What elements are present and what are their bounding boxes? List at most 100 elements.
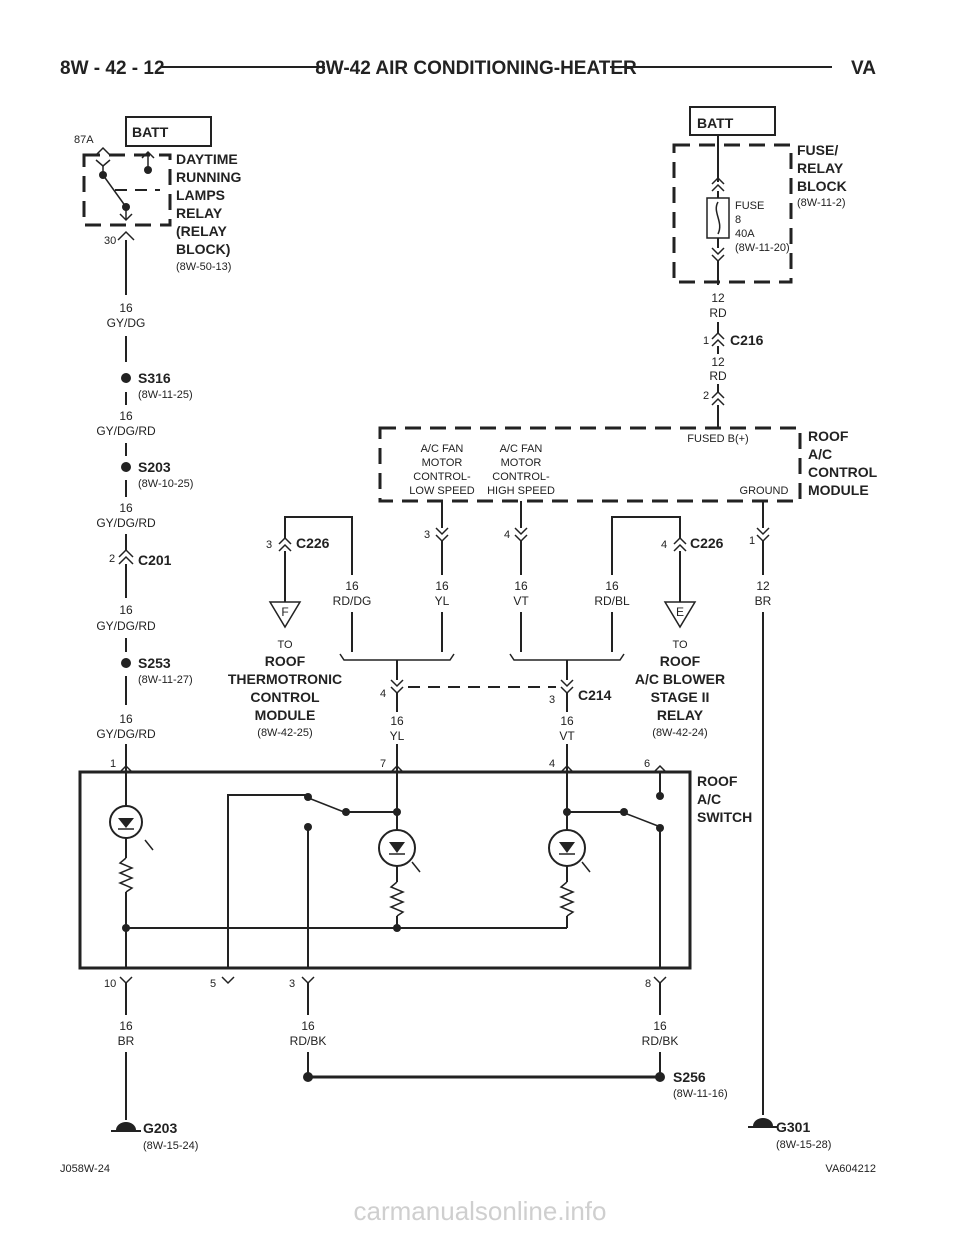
to-dest-ref: (8W-42-25) (257, 727, 312, 739)
module-label-3: CONTROL (808, 464, 878, 480)
pin-number: 6 (644, 758, 650, 770)
to-label: TO (277, 639, 293, 651)
ground-g203-ref: (8W-15-24) (143, 1140, 198, 1152)
splice-s203: S203 (138, 459, 171, 475)
wire-gauge: 16 (345, 579, 359, 593)
drl-ref: (8W-50-13) (176, 261, 231, 273)
pin-number: 7 (380, 758, 386, 770)
pin-number: 5 (210, 978, 216, 990)
model-code: VA (851, 58, 876, 79)
pin-number: 4 (549, 758, 555, 770)
fuse-block-label-1: FUSE/ (797, 142, 838, 158)
ground-label: GROUND (740, 485, 789, 497)
wire-color: VT (513, 594, 529, 608)
wire-gauge: 12 (756, 579, 770, 593)
wire-color: GY/DG/RD (96, 619, 156, 633)
splice-s256: S256 (673, 1069, 706, 1085)
pin-number: 3 (266, 539, 272, 551)
high-speed-label: MOTOR (501, 457, 542, 469)
connector-c214-label: C214 (578, 687, 612, 703)
drl-label-1: DAYTIME (176, 151, 238, 167)
to-dest-ref: (8W-42-24) (652, 727, 707, 739)
pin-number: 3 (424, 529, 430, 541)
wire-gauge: 16 (119, 501, 133, 515)
fuse-amp: 40A (735, 228, 755, 240)
pin-number: 3 (549, 694, 555, 706)
splice-s253: S253 (138, 655, 171, 671)
to-dest-label: CONTROL (250, 689, 320, 705)
bottom-wiring: 16 BR 16 RD/BK 16 RD/BK S256 (8W-11-16) … (111, 983, 831, 1152)
page-header: 8W - 42 - 12 8W-42 AIR CONDITIONING-HEAT… (60, 58, 876, 79)
drl-label-6: BLOCK) (176, 241, 230, 257)
ground-icon (753, 1118, 773, 1126)
wire-gauge: 16 (435, 579, 449, 593)
wire-gauge: 16 (119, 603, 133, 617)
left-feed-chain: 16 GY/DG S316 (8W-11-25) 16 GY/DG/RD S20… (96, 240, 193, 772)
pin-number: 10 (104, 978, 116, 990)
fused-b-label: FUSED B(+) (687, 433, 748, 445)
connector-c226-right: C226 (690, 535, 724, 551)
pin-87a: 87A (74, 134, 94, 146)
pin-number: 1 (110, 758, 116, 770)
to-dest-label: STAGE II (651, 689, 710, 705)
high-speed-label: CONTROL- (492, 471, 550, 483)
wire-color: RD/BK (642, 1034, 679, 1048)
low-speed-label: CONTROL- (413, 471, 471, 483)
c216-pin-1: 1 (703, 335, 709, 347)
to-dest-label: A/C BLOWER (635, 671, 725, 687)
wire-gauge: 16 (605, 579, 619, 593)
wire-color: RD/BL (594, 594, 630, 608)
splice-dot-s253 (121, 658, 131, 668)
wire-color: BR (118, 1034, 135, 1048)
wire-color: GY/DG (107, 316, 146, 330)
to-dest-label: ROOF (660, 653, 701, 669)
footer-left-code: J058W-24 (60, 1163, 110, 1175)
module-label-1: ROOF (808, 428, 849, 444)
ground-icon (116, 1122, 136, 1130)
wire-color: BR (755, 594, 772, 608)
connector-c201: C201 (138, 552, 172, 568)
c201-pin: 2 (109, 553, 115, 565)
footer-right-code: VA604212 (825, 1163, 876, 1175)
low-speed-label: MOTOR (422, 457, 463, 469)
c216-pin-2: 2 (703, 390, 709, 402)
connector-c226-left: C226 (296, 535, 330, 551)
wire-color: RD (709, 369, 727, 383)
pin-number: 4 (380, 688, 386, 700)
wire-color: GY/DG/RD (96, 424, 156, 438)
fuse-label: FUSE (735, 200, 764, 212)
module-pins: 3 4 1 (424, 501, 770, 575)
page-number: 8W - 42 - 12 (60, 58, 165, 79)
wire-color: RD/BK (290, 1034, 327, 1048)
wire-color: GY/DG/RD (96, 516, 156, 530)
to-dest-label: RELAY (657, 707, 704, 723)
roof-ac-control-module: ROOF A/C CONTROL MODULE A/C FAN MOTOR CO… (378, 426, 878, 503)
splice-s256-ref: (8W-11-16) (673, 1088, 728, 1100)
switch-label-2: A/C (697, 791, 721, 807)
splice-s316: S316 (138, 370, 171, 386)
fuse-ref: (8W-11-20) (735, 242, 790, 254)
pin-number: 8 (645, 978, 651, 990)
wire-gauge: 16 (560, 714, 574, 728)
switch-label-3: SWITCH (697, 809, 752, 825)
ground-g301-ref: (8W-15-28) (776, 1139, 831, 1151)
to-dest-label: ROOF (265, 653, 306, 669)
drl-relay: BATT 87A 30 DAYTIME RUNNING LAMPS RELAY … (74, 116, 241, 273)
splice-s203-ref: (8W-10-25) (138, 478, 193, 490)
pin-number: 1 (749, 535, 755, 547)
pin-number: 3 (289, 978, 295, 990)
roof-ac-switch: ROOF A/C SWITCH 1 7 4 6 (78, 758, 752, 990)
wire-gauge: 16 (390, 714, 404, 728)
splice-dot-s316 (121, 373, 131, 383)
drl-label-5: (RELAY (176, 223, 227, 239)
fuse-block-ref: (8W-11-2) (797, 197, 846, 209)
c226-left-branch: 3 C226 F TO ROOF THERMOTRONIC CONTROL MO… (228, 516, 353, 739)
splice-dot-s256 (655, 1072, 665, 1082)
wire-color: YL (435, 594, 450, 608)
wire-color: YL (390, 729, 405, 743)
fuse-relay-block: BATT FUSE 8 40A (8W-11-20) FUSE/ RELAY B… (672, 106, 847, 428)
connector-c214: 4 3 C214 16 YL 16 VT (380, 679, 612, 772)
batt-label-left: BATT (132, 124, 169, 140)
page-title: 8W-42 AIR CONDITIONING-HEATER (315, 58, 637, 79)
